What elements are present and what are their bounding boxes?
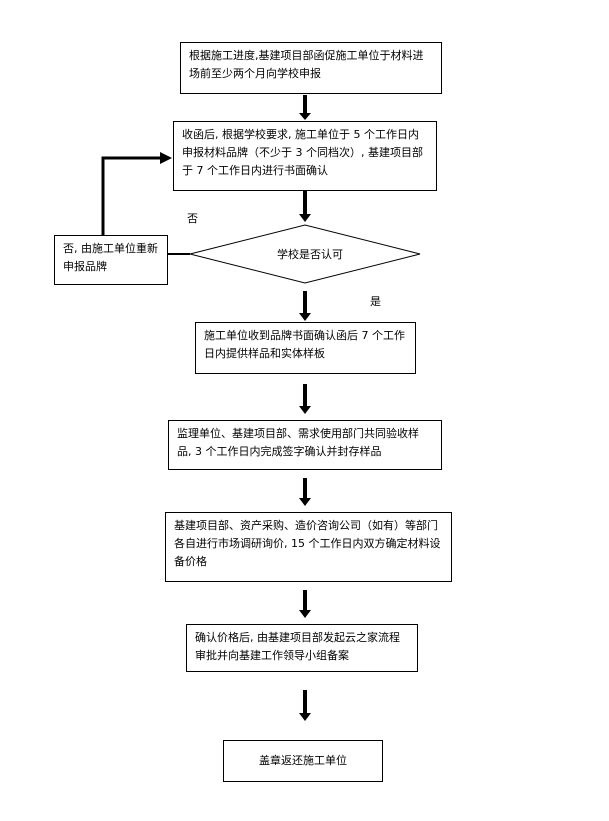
yes-label: 是: [370, 295, 381, 308]
no-label: 否: [187, 212, 198, 225]
arrow-6-head: [299, 610, 311, 618]
arrow-4-head: [299, 406, 311, 414]
step-1-box: 根据施工进度,基建项目部函促施工单位于材料进场前至少两个月向学校申报: [180, 42, 442, 94]
reject-text: 否, 由施工单位重新申报品牌: [63, 242, 158, 273]
step-7-text: 盖章返还施工单位: [259, 754, 347, 767]
step-4-text: 监理单位、基建项目部、需求使用部门共同验收样品, 3 个工作日内完成签字确认并封…: [177, 427, 419, 458]
step-6-box: 确认价格后, 由基建项目部发起云之家流程审批并向基建工作领导小组备案: [186, 624, 418, 672]
decision-diamond: [189, 224, 421, 284]
step-3-box: 施工单位收到品牌书面确认函后 7 个工作日内提供样品和实体样板: [195, 322, 416, 374]
feedback-loop-head: [160, 152, 172, 164]
step-6-text: 确认价格后, 由基建项目部发起云之家流程审批并向基建工作领导小组备案: [195, 631, 400, 662]
step-2-text: 收函后, 根据学校要求, 施工单位于 5 个工作日内申报材料品牌（不少于 3 个…: [182, 128, 423, 177]
step-3-text: 施工单位收到品牌书面确认函后 7 个工作日内提供样品和实体样板: [204, 329, 405, 360]
reject-box: 否, 由施工单位重新申报品牌: [54, 235, 168, 285]
decision-text: 学校是否认可: [277, 248, 343, 261]
step-2-box: 收函后, 根据学校要求, 施工单位于 5 个工作日内申报材料品牌（不少于 3 个…: [173, 121, 437, 191]
step-5-text: 基建项目部、资产采购、造价咨询公司（如有）等部门各自进行市场调研询价, 15 个…: [174, 519, 441, 568]
arrow-2-head: [299, 214, 311, 222]
arrow-1-head: [299, 113, 311, 120]
arrow-3-head: [299, 313, 311, 321]
step-1-text: 根据施工进度,基建项目部函促施工单位于材料进场前至少两个月向学校申报: [189, 49, 424, 80]
feedback-loop: [101, 156, 165, 235]
arrow-7-head: [299, 713, 311, 721]
step-4-box: 监理单位、基建项目部、需求使用部门共同验收样品, 3 个工作日内完成签字确认并封…: [168, 420, 442, 470]
step-7-box: 盖章返还施工单位: [223, 740, 383, 782]
arrow-5-head: [299, 498, 311, 506]
step-5-box: 基建项目部、资产采购、造价咨询公司（如有）等部门各自进行市场调研询价, 15 个…: [165, 512, 452, 582]
